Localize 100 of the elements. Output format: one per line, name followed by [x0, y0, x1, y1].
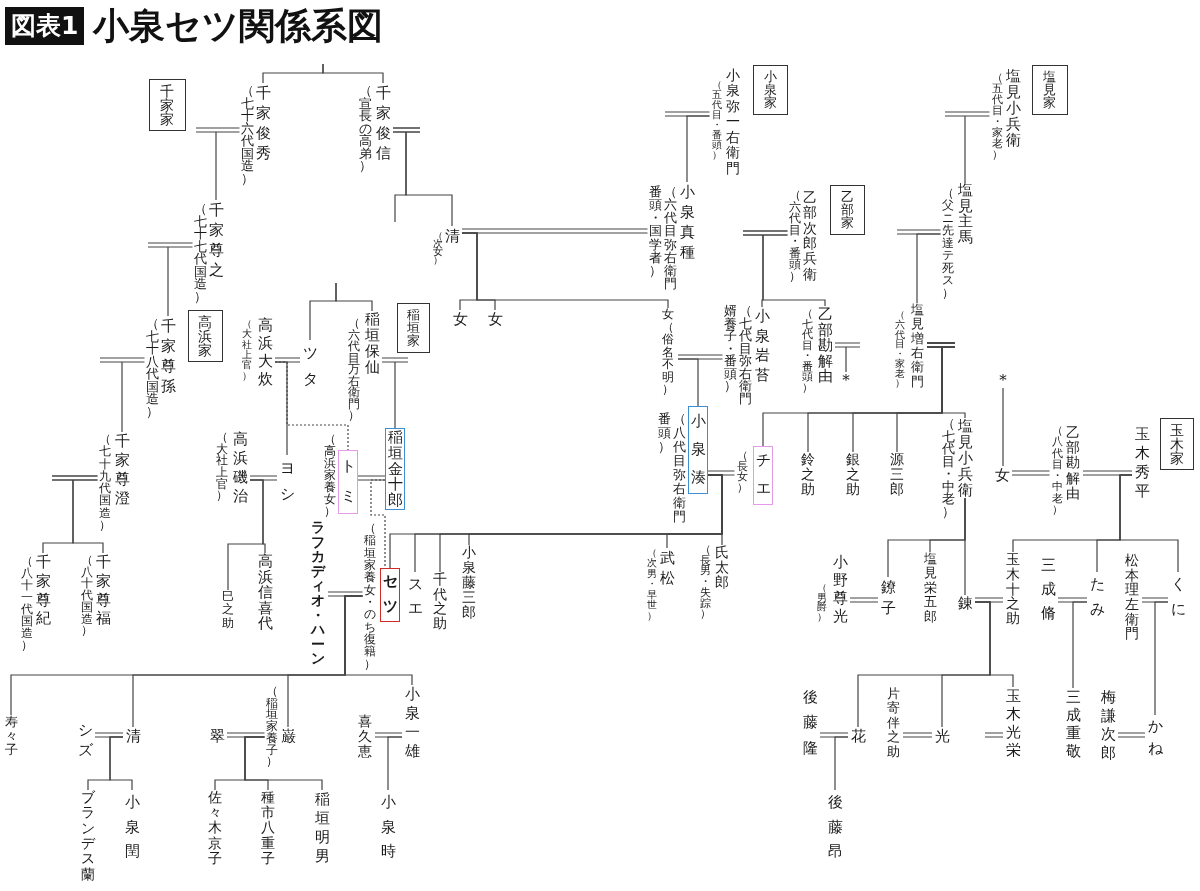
person-name: 女 — [451, 310, 469, 328]
person-note: （六代目万右衛門） — [347, 318, 361, 422]
person-name: 片寄伴之助 — [885, 687, 901, 759]
highlighted-name: チエ — [753, 446, 773, 505]
person-note: （八代目弥右衛門 — [671, 412, 687, 524]
person-name: 三成重敬 — [1064, 688, 1082, 760]
person-name: 女（俗名不明） — [661, 308, 675, 396]
lineage-line — [974, 601, 1014, 688]
person-note: （七代目・番頭） — [800, 308, 814, 392]
family-name: 塩見家 — [1042, 69, 1058, 110]
marriage-line — [327, 591, 364, 597]
marriage-line — [274, 357, 301, 363]
lineage-line — [109, 736, 133, 791]
person-name: 乙部勘解由 — [1065, 425, 1081, 501]
family-name-box — [149, 79, 186, 131]
person-name: 翠 — [208, 727, 226, 745]
person-name: 錬 — [956, 595, 974, 612]
person-name: 三成脩 — [1039, 555, 1057, 624]
person-note: （長男・失踪） — [698, 545, 712, 620]
family-name-box — [188, 310, 223, 362]
person-name: 千家俊信 — [374, 83, 392, 163]
person-name: 銀之助 — [845, 452, 861, 497]
figure-number: 図表1 — [5, 7, 85, 45]
person-note: （男爵） — [816, 583, 828, 621]
person-note: （七十八代国造） — [144, 318, 160, 418]
lineage-line — [392, 127, 421, 223]
person-name: 喜久恵 — [357, 714, 373, 759]
person-name: 清 — [443, 226, 461, 246]
person-name: 女 — [486, 310, 504, 328]
lineage-line — [944, 111, 991, 184]
person-name: 高浜磯治 — [231, 430, 249, 506]
marriage-line — [707, 470, 736, 476]
person-note: （高浜家養女） — [323, 433, 337, 517]
family-name: 千家家 — [159, 83, 176, 126]
person-name: 乙部次郎兵衛 — [802, 190, 818, 282]
person-name: ツタ — [301, 343, 319, 390]
family-name-box — [1160, 418, 1194, 470]
family-name: 稲垣家 — [405, 307, 421, 348]
marriage-line — [677, 354, 724, 360]
person-name: 玉木秀平 — [1133, 425, 1151, 501]
marriage-line — [1082, 470, 1133, 476]
person-name: 塩見小兵衛 — [956, 418, 974, 498]
lineage-line — [677, 358, 699, 407]
lineage-line — [147, 242, 194, 317]
lineage-line — [461, 232, 669, 309]
person-name: * — [841, 372, 851, 388]
highlighted-name: トミ — [338, 450, 358, 514]
family-name: 玉木家 — [1168, 422, 1185, 465]
person-name: 塩見小兵衛 — [1004, 68, 1022, 148]
family-name-box — [830, 185, 865, 235]
person-name: 千家尊孫 — [159, 316, 177, 396]
dotted-lineage-line — [370, 479, 386, 569]
person-name: 後藤隆 — [801, 687, 819, 759]
marriage-line — [94, 732, 124, 738]
person-name: 高浜信喜代 — [256, 553, 274, 631]
person-name: 高浜大炊 — [256, 316, 274, 388]
lineage-line — [335, 282, 373, 312]
marriage-line — [984, 732, 1004, 738]
person-note: 婿養子・番頭） — [722, 305, 738, 395]
person-note: （八十代国造） — [80, 555, 94, 637]
lineage-line — [926, 342, 966, 419]
person-name: 乙部勘解由 — [816, 306, 834, 384]
marriage-line — [819, 732, 849, 738]
person-note: （五代目・番頭） — [711, 80, 723, 160]
family-name-box — [753, 65, 788, 115]
marriage-line — [226, 732, 266, 738]
marriage-line — [849, 597, 879, 603]
highlighted-name: 小泉湊 — [688, 406, 708, 494]
person-name: 塩見栄五郎 — [922, 552, 938, 624]
person-note: （次女） — [432, 232, 444, 264]
lineage-line — [1002, 387, 1004, 467]
person-note: （次男・早世） — [646, 547, 658, 620]
lineage-line — [344, 595, 413, 686]
person-name: たみ — [1088, 574, 1106, 620]
person-name: 小泉一雄 — [403, 685, 421, 761]
person-note: （六代目・番頭） — [788, 190, 802, 282]
person-name: 稲垣保仙 — [363, 311, 381, 375]
marriage-line — [1011, 470, 1051, 476]
person-note: （六代目・家老） — [894, 310, 906, 388]
lineage-line — [381, 357, 409, 429]
family-name-box — [397, 303, 430, 353]
marriage-line — [374, 732, 403, 738]
person-name: 源三郎 — [889, 452, 905, 497]
person-name: 小泉真種 — [678, 182, 696, 262]
person-name: 小野尊光 — [831, 553, 849, 625]
family-name: 小泉家 — [762, 69, 778, 110]
person-name: 光 — [933, 727, 951, 745]
person-note: （稲垣家養女・のち復籍） — [363, 522, 377, 670]
person-note: （父ニ先達テ死ス） — [941, 187, 955, 299]
marriage-line — [1141, 597, 1169, 603]
marriage-line — [974, 597, 1004, 603]
person-name: 千家尊福 — [94, 553, 112, 628]
lineage-line — [834, 736, 849, 791]
person-note: 番頭・国学者） — [647, 185, 663, 280]
person-name: 小泉閏 — [123, 792, 141, 863]
marriage-line — [1057, 597, 1088, 603]
person-name: 鈴之助 — [800, 452, 816, 497]
person-name: 塩見主馬 — [956, 183, 974, 245]
person-note: （長女） — [735, 450, 749, 492]
person-name: 清 — [124, 727, 142, 745]
